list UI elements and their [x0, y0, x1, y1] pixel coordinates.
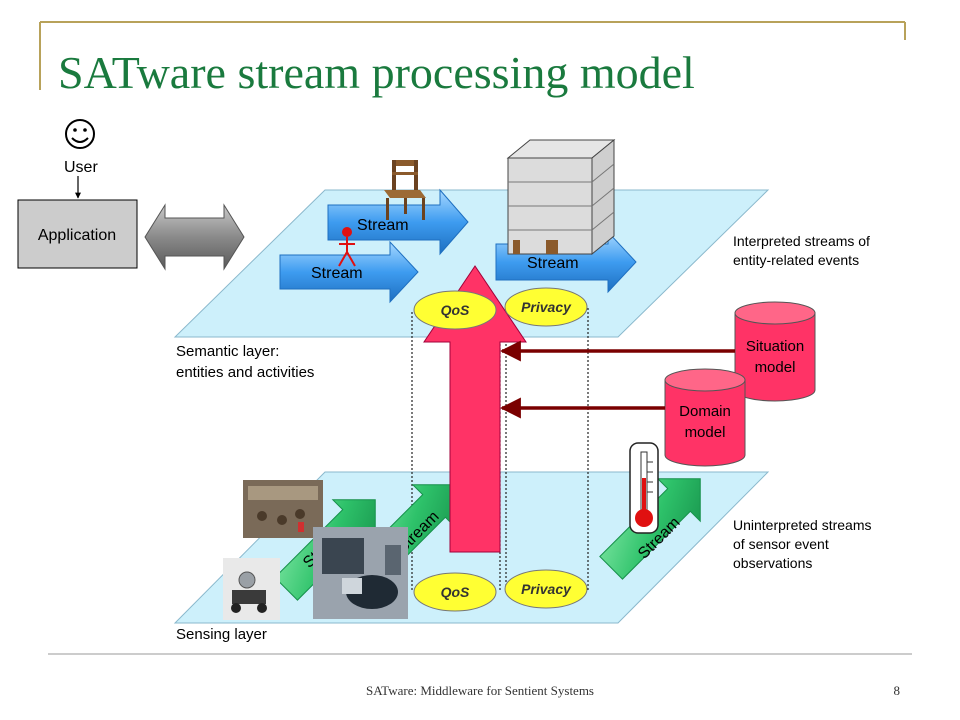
semantic-stream-label-upper: Stream: [357, 217, 409, 234]
semantic-layer-plane: [173, 189, 770, 338]
situation-model-cylinder[interactable]: [734, 301, 816, 402]
interpretation-flow-arrow: [423, 265, 527, 553]
privacy-label-top: Privacy: [521, 299, 572, 315]
semantic-stream-label-lower: Stream: [311, 265, 363, 282]
qos-oval-bottom[interactable]: [413, 572, 497, 612]
interpreted-streams-line1: Interpreted streams of: [733, 233, 870, 249]
semantic-layer-label-line2: entities and activities: [176, 364, 314, 381]
smiley-icon: [65, 119, 95, 149]
application-box[interactable]: [17, 199, 138, 269]
person-icon: [338, 227, 356, 267]
uninterpreted-streams-line2: of sensor event: [733, 536, 829, 552]
privacy-oval-bottom[interactable]: [504, 569, 588, 609]
application-double-arrow: [144, 203, 245, 271]
domain-model-label-line1: Domain: [679, 403, 731, 420]
user-label: User: [64, 159, 98, 176]
sensing-layer-label: Sensing layer: [176, 626, 267, 643]
footer-text: SATware: Middleware for Sentient Systems: [366, 683, 594, 698]
situation-model-label-line2: model: [755, 359, 796, 376]
uninterpreted-streams-line3: observations: [733, 555, 812, 571]
semantic-stream-label-right: Stream: [527, 255, 579, 272]
interpreted-streams-line2: entity-related events: [733, 252, 859, 268]
thermometer-icon: [629, 442, 659, 534]
semantic-stream-arrow-lower: [279, 240, 419, 304]
building-icon: [506, 138, 616, 256]
robot-photo: [223, 558, 280, 620]
domain-model-label-line2: model: [685, 424, 726, 441]
chair-icon: [384, 160, 426, 220]
qos-label-bottom: QoS: [441, 584, 470, 600]
lab-photo: [243, 480, 323, 538]
application-label: Application: [38, 227, 116, 244]
domain-model-cylinder[interactable]: [664, 368, 746, 467]
situation-model-label-line1: Situation: [746, 338, 804, 355]
uninterpreted-streams-line1: Uninterpreted streams: [733, 517, 872, 533]
engine-photo: [313, 527, 408, 619]
title-decoration: [39, 21, 906, 90]
qos-oval-top[interactable]: [413, 290, 497, 330]
semantic-layer-label-line1: Semantic layer:: [176, 343, 279, 360]
qos-label-top: QoS: [441, 302, 470, 318]
page-number: 8: [894, 683, 901, 698]
privacy-oval-top[interactable]: [504, 287, 588, 327]
privacy-label-bottom: Privacy: [521, 581, 572, 597]
slide-title: SATware stream processing model: [58, 47, 695, 98]
